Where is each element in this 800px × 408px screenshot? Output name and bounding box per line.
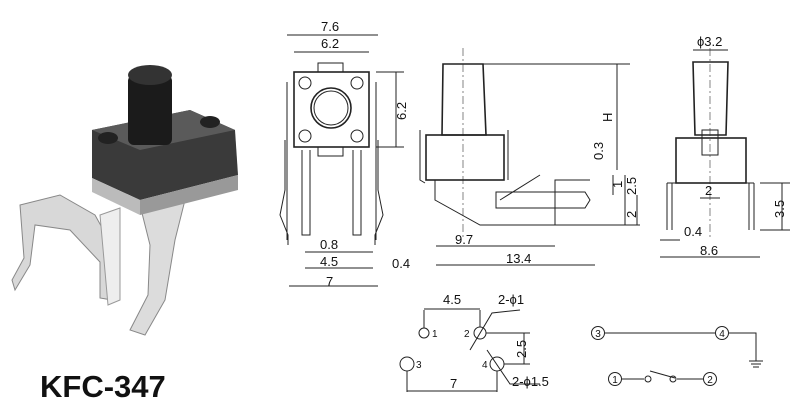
dim-depth-total: 13.4 (506, 251, 531, 266)
side-view-dimensions: H 0.3 1 2.5 2 9.7 13.4 (436, 63, 640, 266)
dim-lead-thickness: 0.4 (392, 256, 410, 271)
dim-width-body: 6.2 (321, 36, 339, 51)
dim-2: 2 (624, 211, 639, 218)
dim-height-body: 6.2 (394, 102, 409, 120)
node-3-label: 3 (595, 329, 601, 340)
pin-4-label: 4 (482, 360, 488, 371)
pin-2-label: 2 (464, 329, 470, 340)
pin-3-label: 3 (416, 360, 422, 371)
dim-width-outer: 7.6 (321, 19, 339, 34)
schematic-labels: 3 4 1 2 (595, 329, 725, 386)
footprint (399, 308, 540, 392)
dim-hole-large: 2-ϕ1.5 (512, 374, 549, 389)
pin-labels: 1 2 3 4 (416, 329, 488, 371)
dim-end-2: 2 (705, 183, 712, 198)
dim-pin-width: 0.8 (320, 237, 338, 252)
dim-depth-short: 9.7 (455, 232, 473, 247)
dim-hole-small: 2-ϕ1 (498, 292, 524, 307)
dim-end-3-5: 3.5 (772, 200, 787, 218)
dim-pitch-y: 2.5 (514, 340, 529, 358)
node-4-label: 4 (719, 329, 725, 340)
dim-stem-diameter: ϕ3.2 (697, 34, 722, 49)
pin-1-label: 1 (432, 329, 438, 340)
dim-gap: 0.3 (591, 142, 606, 160)
front-view-dimensions: 7.6 6.2 6.2 0.8 4.5 0.4 7 (287, 19, 410, 289)
dim-leg-span: 7 (326, 274, 333, 289)
dim-span: 7 (450, 376, 457, 391)
end-view (666, 48, 755, 240)
front-view (279, 62, 384, 245)
dim-end-0-4: 0.4 (684, 224, 702, 239)
end-view-dimensions: ϕ3.2 2 3.5 0.4 8.6 (660, 34, 790, 258)
schematic (591, 326, 763, 386)
dim-pin-pitch: 4.5 (320, 254, 338, 269)
footprint-dimensions: 4.5 2-ϕ1 2.5 2-ϕ1.5 7 (443, 292, 549, 391)
side-view (419, 48, 591, 240)
node-2-label: 2 (707, 375, 713, 386)
product-photo (11, 65, 238, 336)
dim-end-width: 8.6 (700, 243, 718, 258)
model-title: KFC-347 (40, 369, 166, 404)
dim-2-5: 2.5 (624, 177, 639, 195)
dim-1: 1 (610, 181, 625, 188)
node-1-label: 1 (612, 375, 618, 386)
dim-pitch-x: 4.5 (443, 292, 461, 307)
dim-height-h: H (600, 113, 615, 122)
